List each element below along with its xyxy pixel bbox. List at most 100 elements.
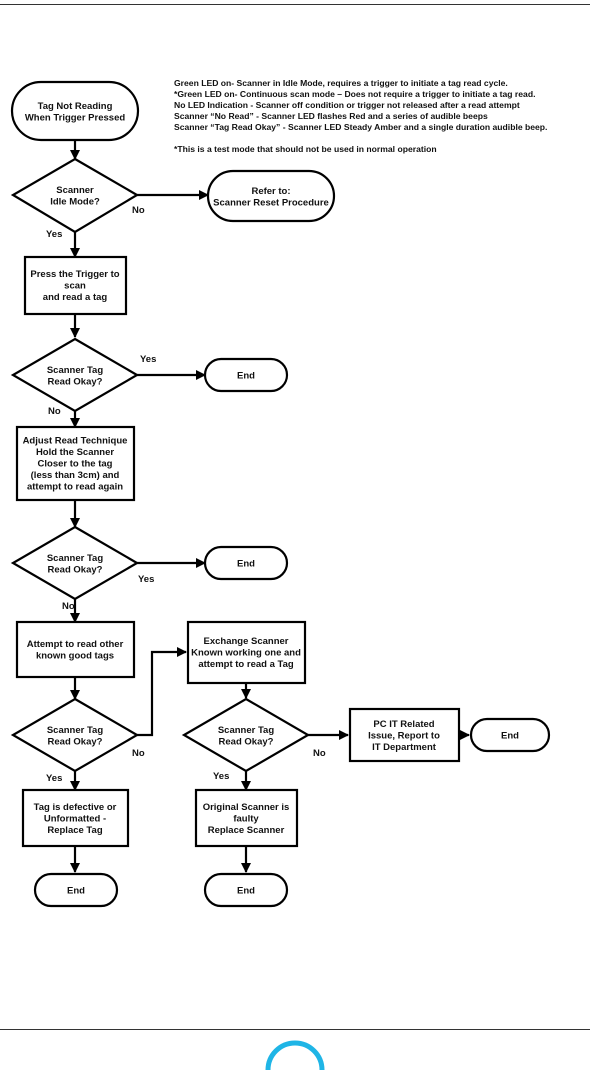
tag-defective-line-1: Tag is defective or [34,802,117,813]
edge-read3-no [137,647,187,737]
read-ok-2-line-2: Read Okay? [48,564,103,575]
label-read3-no: No [132,748,145,759]
label-read2-yes: Yes [138,574,154,585]
edge-labels: No Yes Yes No Yes No No Yes No Yes [46,205,326,784]
end-1-text: End [237,371,255,382]
end-2-line-1: End [237,559,255,570]
end-3-terminator [33,872,119,908]
end-1-terminator [203,357,289,393]
label-read4-no: No [313,748,326,759]
exchange-scanner-line-2: Known working one and [191,648,301,659]
label-read2-no: No [62,601,75,612]
read-other-tags-line-2: known good tags [36,650,114,661]
label-read4-yes: Yes [213,771,229,782]
refer-reset-text: Refer to:Scanner Reset Procedure [213,186,329,209]
pc-it-issue-box [348,707,461,763]
adjust-technique-line-5: attempt to read again [27,482,123,493]
end-5-text: End [501,731,519,742]
tag-defective-box [21,788,130,848]
tag-defective-line-2: Unformatted - [44,814,106,825]
legend-line-1: Green LED on- Scanner in Idle Mode, requ… [174,78,508,88]
scanner-faulty-box [194,788,299,848]
bottom-rule [0,1029,590,1030]
connectors [70,140,470,873]
adjust-technique-line-4: (less than 3cm) and [31,470,120,481]
adjust-technique-line-3: Closer to the tag [38,459,113,470]
start-terminator [10,80,140,142]
idle-decision-diamond [10,157,140,234]
read-ok-3-diamond [10,697,140,773]
label-idle-no: No [132,205,145,216]
read-other-tags-line-1: Attempt to read other [27,639,124,650]
read-ok-3-line-2: Read Okay? [48,736,103,747]
adjust-technique-line-2: Hold the Scanner [36,447,114,458]
idle-decision-line-1: Scanner [56,185,94,196]
scanner-faulty-line-1: Original Scanner is [203,802,290,813]
pc-it-issue-line-2: Issue, Report to [368,731,440,742]
refer-reset-line-2: Scanner Reset Procedure [213,197,329,208]
pc-it-issue-line-1: PC IT Related [373,719,434,730]
read-ok-1-diamond [10,337,140,413]
end-5-terminator [469,717,551,753]
label-read1-no: No [48,406,61,417]
bottom-arc-decoration [265,1040,325,1070]
legend-line-5: Scanner “Tag Read Okay” - Scanner LED St… [174,122,547,132]
scanner-faulty-line-3: Replace Scanner [208,825,285,836]
legend: Green LED on- Scanner in Idle Mode, requ… [174,78,547,154]
press-trigger-line-2: scan [64,281,86,292]
legend-line-2: *Green LED on- Continuous scan mode – Do… [174,89,535,99]
press-trigger-line-3: and read a tag [43,292,108,303]
legend-footnote: *This is a test mode that should not be … [174,144,437,154]
end-1-line-1: End [237,371,255,382]
adjust-technique-box [15,425,136,502]
scanner-faulty-line-2: faulty [233,814,259,825]
press-trigger-box [23,255,128,316]
start-line-1: Tag Not Reading [38,101,113,112]
read-ok-2-diamond [10,525,140,601]
end-2-terminator [203,545,289,581]
end-4-line-1: End [237,886,255,897]
read-ok-4-line-1: Scanner Tag [218,725,275,736]
read-ok-3-line-1: Scanner Tag [47,725,104,736]
read-ok-1-line-1: Scanner Tag [47,365,104,376]
read-ok-2-line-1: Scanner Tag [47,553,104,564]
adjust-technique-line-1: Adjust Read Technique [23,436,128,447]
legend-line-3: No LED Indication - Scanner off conditio… [174,100,520,110]
end-3-text: End [67,886,85,897]
read-ok-1-line-2: Read Okay? [48,376,103,387]
end-4-terminator [203,872,289,908]
exchange-scanner-line-3: attempt to read a Tag [198,659,294,670]
label-read3-yes: Yes [46,773,62,784]
idle-decision-line-2: Idle Mode? [50,196,100,207]
refer-reset-line-1: Refer to: [251,186,290,197]
label-read1-yes: Yes [140,354,156,365]
top-rule [0,4,590,5]
exchange-scanner-line-1: Exchange Scanner [203,636,288,647]
end-3-line-1: End [67,886,85,897]
tag-defective-line-3: Replace Tag [47,825,102,836]
start-line-2: When Trigger Pressed [25,112,126,123]
exchange-scanner-box [186,620,307,685]
refer-reset-terminator [206,169,336,223]
read-other-tags-box [15,620,136,679]
end-5-line-1: End [501,731,519,742]
pc-it-issue-line-3: IT Department [372,742,437,753]
press-trigger-line-1: Press the Trigger to [30,269,119,280]
end-2-text: End [237,559,255,570]
end-4-text: End [237,886,255,897]
